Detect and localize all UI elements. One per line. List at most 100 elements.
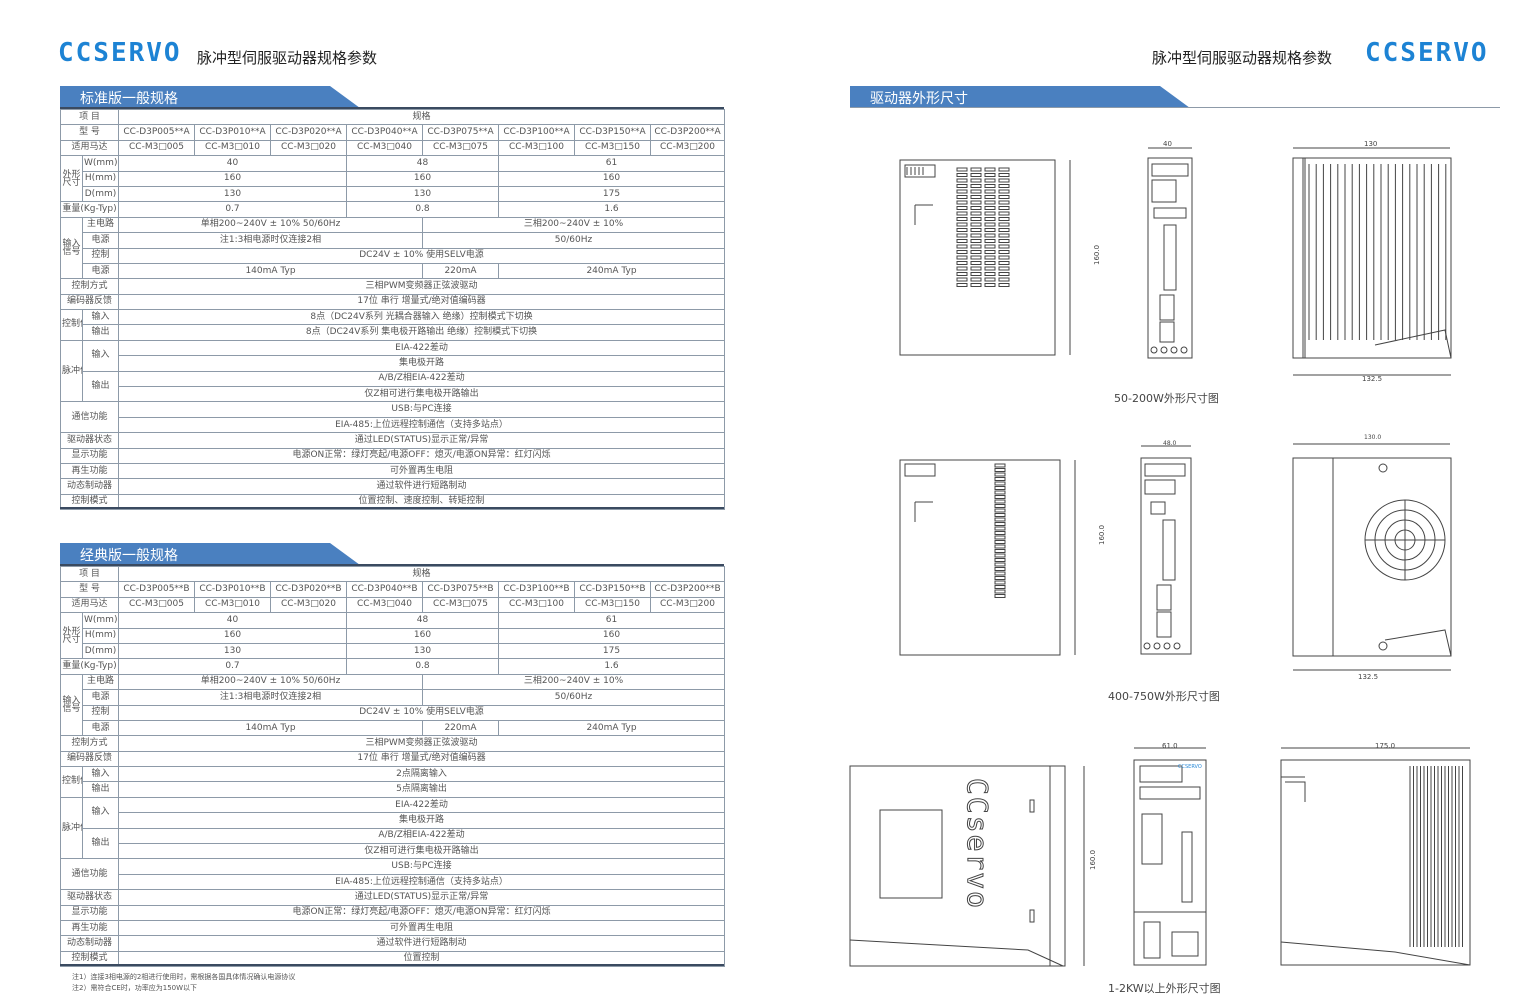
table-cell: EIA-422差动 <box>117 796 726 814</box>
table-cell: 显示功能 <box>60 904 119 921</box>
table-cell: 型 号 <box>60 581 119 598</box>
section-rule <box>60 564 724 566</box>
table-row: 再生功能可外置再生电阻 <box>60 462 726 480</box>
vent-slot <box>984 283 996 287</box>
table-cell: 160 <box>118 170 347 187</box>
table-cell: 注1:3相电源时仅连接2相 <box>118 689 423 706</box>
table-cell: DC24V ± 10% 使用SELV电源 <box>117 247 726 264</box>
table-cell: 40 <box>118 612 347 629</box>
vent-slot <box>970 272 982 276</box>
vent-slot <box>956 195 968 199</box>
vent-slot <box>956 211 968 216</box>
table-cell: CC-M3□150 <box>574 139 651 157</box>
vent-slot <box>994 589 1006 594</box>
table-cell: 140mA Typ <box>118 262 423 280</box>
vent-slot <box>956 167 968 172</box>
table-cell: CC-M3□075 <box>422 139 499 157</box>
table-cell: CC-D3P010**A <box>194 124 271 141</box>
section-rule <box>60 507 724 509</box>
table-cell: CC-D3P200**A <box>649 124 726 141</box>
table-cell: 240mA Typ <box>497 262 726 280</box>
table-cell: 输入 <box>82 309 119 326</box>
table-cell: CC-M3□100 <box>498 139 575 157</box>
table-row: 集电极开路 <box>61 355 726 372</box>
table-cell: 160 <box>118 627 347 644</box>
vent-slot <box>984 217 996 221</box>
table-cell: 可外置再生电阻 <box>117 919 726 937</box>
table-cell: 仅Z相可进行集电极开路输出 <box>117 843 726 860</box>
drawing-1-2kw-top <box>1280 747 1471 966</box>
table-cell: CC-M3□200 <box>649 139 726 157</box>
vent-slot <box>994 580 1006 585</box>
table-cell: CC-M3□040 <box>346 596 423 614</box>
vent-slot <box>998 255 1010 260</box>
table-cell: 集电极开路 <box>117 812 726 829</box>
table-row: 控制方式三相PWM变频器正弦波驱动 <box>60 278 726 295</box>
vent-slot <box>970 266 982 271</box>
table-cell: CC-D3P040**A <box>346 124 423 141</box>
vent-slot <box>998 244 1010 249</box>
table-cell: 输出 <box>82 370 119 403</box>
vent-slot <box>970 244 982 249</box>
vent-slot <box>998 200 1010 205</box>
table-cell: EIA-485:上位远程控制通信（支持多站点） <box>117 873 726 891</box>
table-cell: 控制信号 <box>60 309 83 341</box>
dim-width: 48.0 <box>1163 440 1177 447</box>
table-row: 显示功能电源ON正常：绿灯亮起/电源OFF：熄灭/电源ON异常：红灯闪烁 <box>60 447 726 464</box>
vent-slot <box>998 189 1010 194</box>
table-cell: CC-D3P005**B <box>118 581 195 598</box>
table-row: 脉冲信号输入EIA-422差动 <box>60 796 726 860</box>
vent-slot <box>984 228 996 232</box>
table-cell: CC-D3P100**B <box>498 581 575 598</box>
table-cell: 电源 <box>82 689 119 706</box>
table-cell: CC-D3P200**B <box>649 581 726 598</box>
table-cell: 位置控制 <box>117 950 726 968</box>
drawing-400-750w-front <box>1140 445 1192 655</box>
table-cell: 0.8 <box>346 658 499 675</box>
panel-brand: CCSERVO <box>1178 764 1202 770</box>
table-cell: 8点（DC24V系列 光耦合器输入 绝缘）控制模式下切换 <box>117 309 726 326</box>
vent-slot <box>998 167 1010 172</box>
vent-slot <box>984 239 996 243</box>
table-cell: 脉冲信号 <box>60 796 83 860</box>
table-cell: 通信功能 <box>60 401 119 434</box>
section-rule <box>60 964 724 966</box>
dim-height: 160.0 <box>1089 849 1097 870</box>
dim-height: 160.0 <box>1093 244 1101 265</box>
table-cell: 项 目 <box>60 565 119 583</box>
table-cell: 位置控制、速度控制、转矩控制 <box>117 493 726 511</box>
table-cell: 单相200~240V ± 10% 50/60Hz <box>118 216 423 234</box>
dim-depth-bottom: 132.5 <box>1358 673 1379 681</box>
vent-slot <box>998 173 1010 177</box>
vent-slot <box>970 255 982 260</box>
vent-slot <box>956 206 968 210</box>
vent-slot <box>970 217 982 221</box>
vent-slot <box>994 499 1006 504</box>
table-cell: 48 <box>346 612 499 629</box>
table-cell: 17位 串行 增量式/绝对值编码器 <box>117 750 726 768</box>
vent-slot <box>994 490 1006 495</box>
footnote-1: 注1）连接3相电源的2相进行使用时，需根据各国具体情况确认电源协议 <box>72 973 296 981</box>
table-cell: 通过软件进行短路制动 <box>117 478 726 495</box>
table-cell: 160 <box>497 170 726 187</box>
vent-slot <box>984 261 996 265</box>
vent-slot <box>956 261 968 265</box>
vent-slot <box>994 535 1006 540</box>
vent-slot <box>970 206 982 210</box>
table-cell: 电源ON正常：绿灯亮起/电源OFF：熄灭/电源ON异常：红灯闪烁 <box>117 447 726 464</box>
vent-slot <box>970 233 982 238</box>
vent-slot <box>970 167 982 172</box>
vent-slot <box>994 576 1006 580</box>
dim-width: 40 <box>1163 140 1172 148</box>
vent-slot <box>984 195 996 199</box>
table-cell: 重量(Kg-Typ) <box>60 658 119 675</box>
